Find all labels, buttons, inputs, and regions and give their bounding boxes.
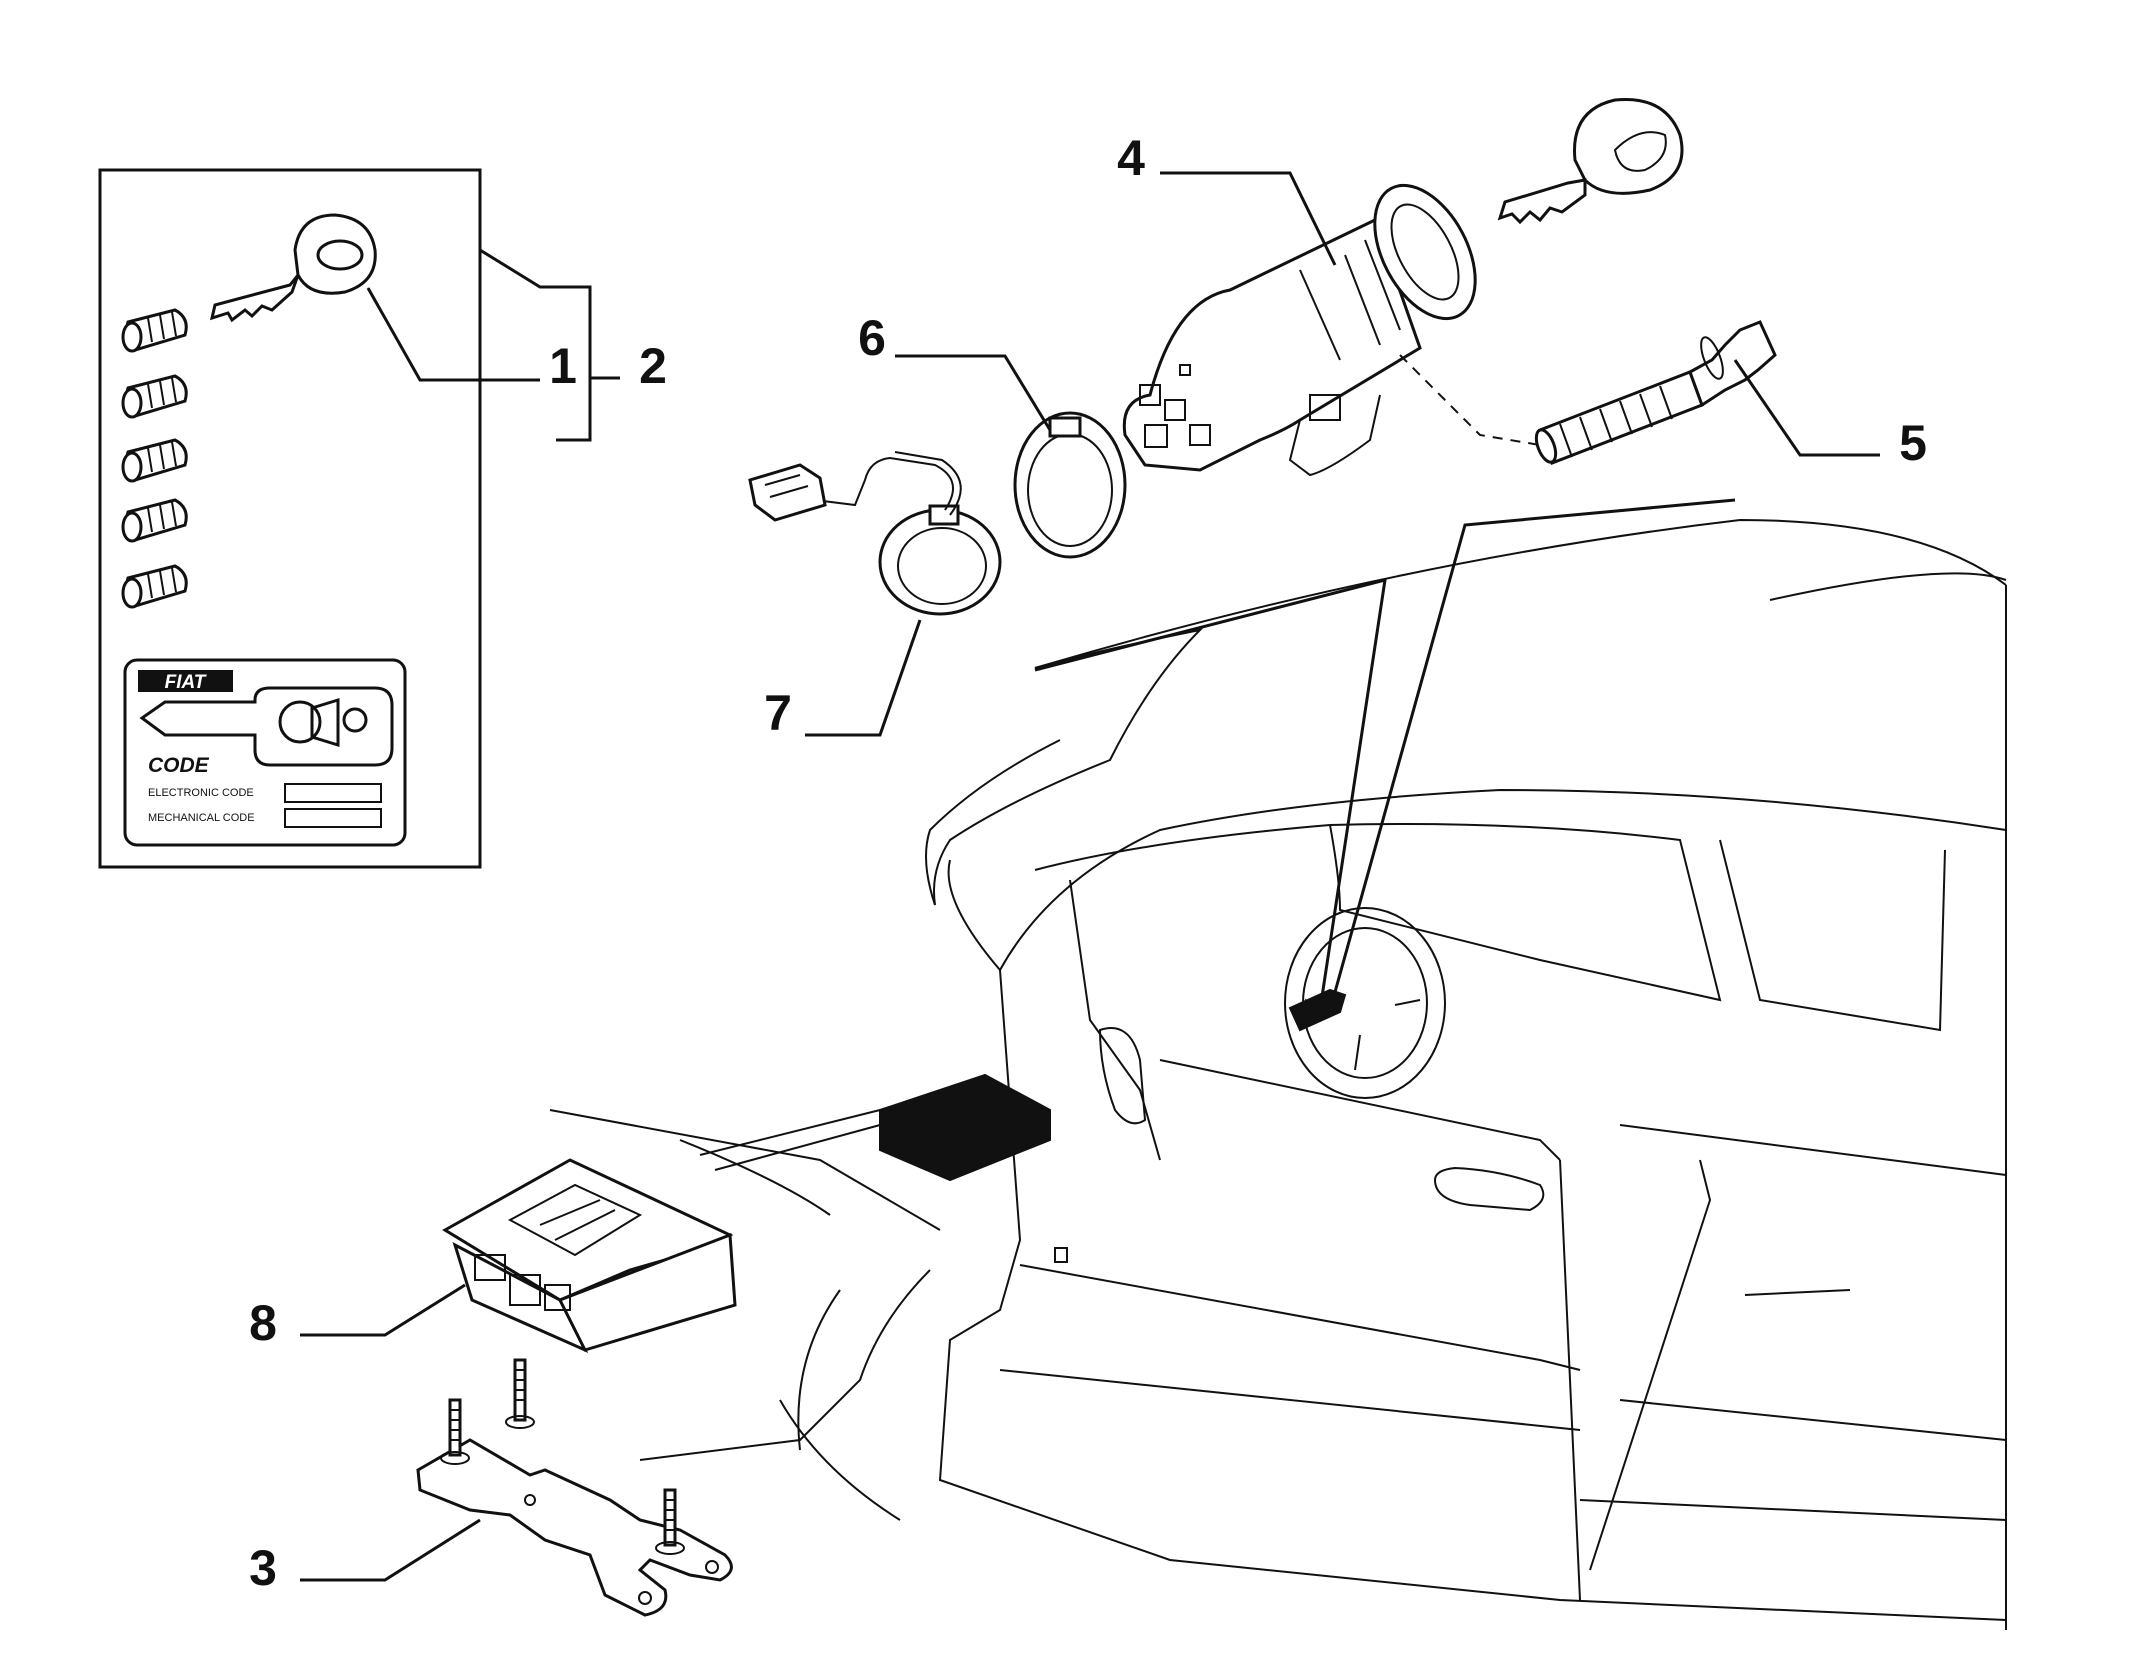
ecu-module-icon xyxy=(442,1158,737,1354)
callout-8: 8 xyxy=(249,1295,277,1351)
electronic-code-field xyxy=(284,783,382,803)
lock-cylinder-icon xyxy=(121,374,188,419)
electronic-code-label: ELECTRONIC CODE xyxy=(148,787,254,799)
shear-bolt-icon xyxy=(1534,320,1777,465)
callout-3: 3 xyxy=(249,1540,277,1596)
lock-cylinder-icon xyxy=(121,564,188,609)
callout-2: 2 xyxy=(639,338,667,394)
lock-cylinder-icon xyxy=(121,438,188,483)
ecu-location-icon xyxy=(699,1073,1051,1182)
key-icon xyxy=(209,213,377,323)
callout-1: 1 xyxy=(549,338,577,394)
code-card: FIAT CODE ELECTRONIC CODE MECHANICAL COD… xyxy=(123,658,407,847)
lock-cylinder-icon xyxy=(121,498,188,543)
leader-lines-4-7 xyxy=(805,171,1880,737)
callout-7: 7 xyxy=(764,685,792,741)
code-label: CODE xyxy=(148,754,210,777)
mechanical-code-label: MECHANICAL CODE xyxy=(148,812,255,824)
lock-cylinders xyxy=(121,308,188,609)
lock-cylinder-icon xyxy=(121,308,188,353)
immobilizer-icon xyxy=(278,697,368,748)
connector-icon xyxy=(748,463,827,522)
steering-column-pointer xyxy=(1034,498,1736,1032)
leader-lines-1-2 xyxy=(366,248,620,442)
ignition-switch-assembly xyxy=(1122,183,1477,477)
key-kit-box xyxy=(98,168,482,869)
ignition-key-icon xyxy=(1497,97,1684,225)
transponder-ring-icon xyxy=(1013,411,1127,559)
mechanical-code-field xyxy=(284,808,382,828)
mounting-bracket-icon xyxy=(416,1358,733,1617)
callout-4: 4 xyxy=(1117,130,1145,186)
fiat-brand-label: FIAT xyxy=(165,672,207,693)
callout-5: 5 xyxy=(1899,415,1927,471)
callout-6: 6 xyxy=(858,310,886,366)
immobilizer-antenna-icon xyxy=(748,451,1002,616)
leader-lines-3-8 xyxy=(300,1283,481,1582)
